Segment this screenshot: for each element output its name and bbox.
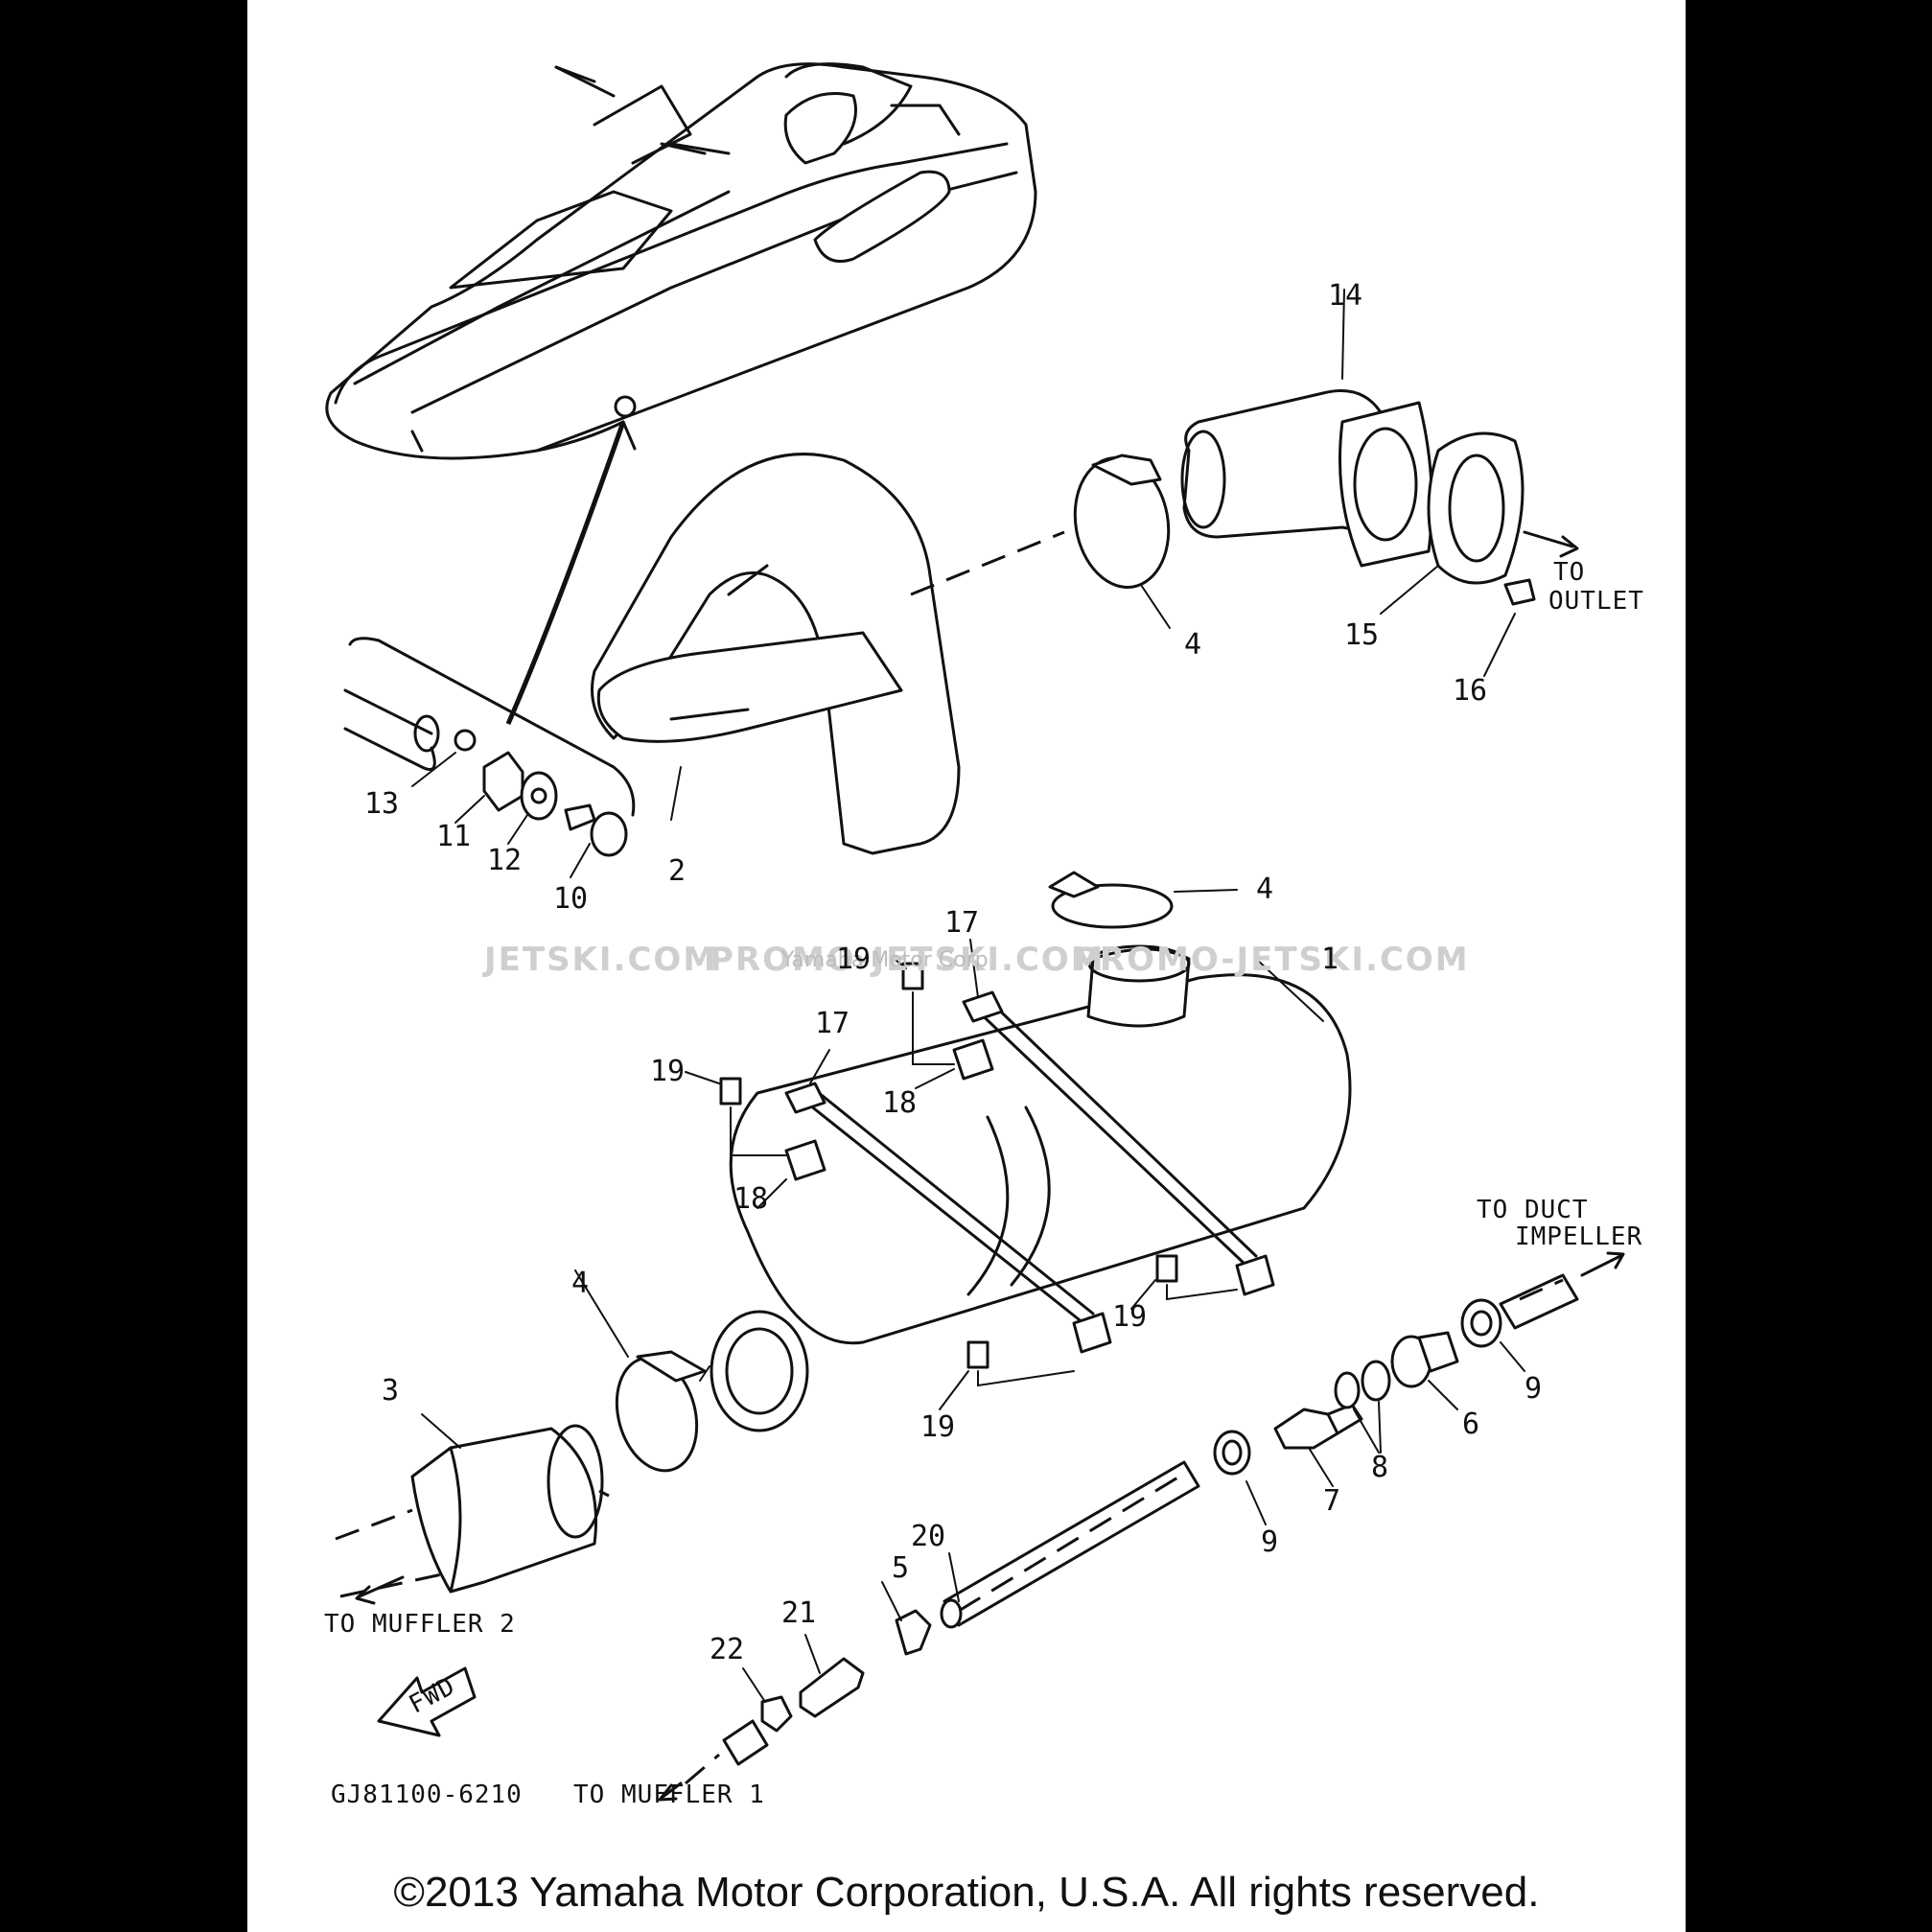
watermark-overlay: Yamaha Motor Corp xyxy=(780,948,989,972)
outlet-elbow-assembly xyxy=(1180,289,1579,677)
callout-18b: 18 xyxy=(882,1086,917,1120)
destination-notes: TO OUTLET TO DUCT IMPELLER TO MUFFLER 2 … xyxy=(324,558,1644,1809)
exhaust-pipe-2 xyxy=(591,453,961,855)
note-to-outlet-line1: TO xyxy=(1553,558,1585,587)
note-to-outlet-line2: OUTLET xyxy=(1548,587,1644,616)
cooling-hose-components xyxy=(658,1251,1625,1802)
watermark-middle: PROMO-JETSKI.COM xyxy=(710,941,1106,979)
muffler-bands xyxy=(784,939,1275,1354)
connecting-pipe-3 xyxy=(335,1413,610,1605)
callout-19d: 19 xyxy=(920,1410,955,1444)
callout-20: 20 xyxy=(911,1520,945,1553)
callout-19a: 19 xyxy=(650,1055,685,1088)
callout-4b: 4 xyxy=(1256,873,1273,906)
callout-10: 10 xyxy=(553,882,588,916)
callout-19b: 19 xyxy=(836,943,871,976)
callout-12: 12 xyxy=(487,844,522,877)
hose-clamp-middle xyxy=(1048,871,1238,929)
muffler-body xyxy=(710,944,1352,1432)
watermark-left: JETSKI.COM xyxy=(482,941,717,979)
callout-4c: 4 xyxy=(571,1267,589,1300)
muffler-brackets xyxy=(685,960,1238,1410)
diagram-code: GJ81100-6210 xyxy=(331,1781,523,1809)
watermark-right: PROMO-JETSKI.COM xyxy=(1074,941,1470,979)
callout-7: 7 xyxy=(1323,1484,1340,1518)
callout-19c: 19 xyxy=(1112,1300,1147,1334)
hose-clamp-lower xyxy=(574,1269,710,1473)
callout-2: 2 xyxy=(668,854,686,888)
callout-22: 22 xyxy=(710,1633,744,1666)
hose-clamp-upper xyxy=(1073,454,1171,629)
copyright-notice: ©2013 Yamaha Motor Corporation, U.S.A. A… xyxy=(394,1869,1540,1916)
callout-18a: 18 xyxy=(733,1182,768,1216)
callout-8: 8 xyxy=(1371,1451,1388,1484)
pilot-hose-line xyxy=(505,421,626,725)
callout-13: 13 xyxy=(364,787,399,821)
forward-arrow: FWD xyxy=(377,1666,477,1737)
callout-5: 5 xyxy=(892,1551,909,1585)
note-to-muffler-2: TO MUFFLER 2 xyxy=(324,1610,516,1639)
callout-1: 1 xyxy=(1321,943,1338,976)
callout-16: 16 xyxy=(1453,674,1487,708)
callout-3: 3 xyxy=(382,1374,399,1408)
callout-21: 21 xyxy=(781,1596,816,1630)
note-to-muffler-1: TO MUFFLER 1 xyxy=(573,1781,765,1809)
note-to-duct-line2: IMPELLER xyxy=(1515,1222,1642,1251)
callout-14: 14 xyxy=(1328,279,1362,313)
note-to-duct-line1: TO DUCT xyxy=(1477,1196,1589,1224)
callout-17a: 17 xyxy=(815,1007,850,1040)
watercraft-drawing xyxy=(325,62,1037,460)
callout-6: 6 xyxy=(1462,1408,1479,1441)
callout-15: 15 xyxy=(1344,618,1379,652)
callout-4a: 4 xyxy=(1184,628,1201,662)
callout-9b: 9 xyxy=(1525,1372,1542,1406)
callout-labels: 1 2 3 4 4 4 5 6 7 8 9 9 10 11 12 13 14 1… xyxy=(364,279,1542,1666)
callout-11: 11 xyxy=(436,820,471,853)
callout-9a: 9 xyxy=(1261,1525,1278,1559)
callout-17b: 17 xyxy=(944,906,979,940)
hull-fitting-group xyxy=(343,637,636,878)
